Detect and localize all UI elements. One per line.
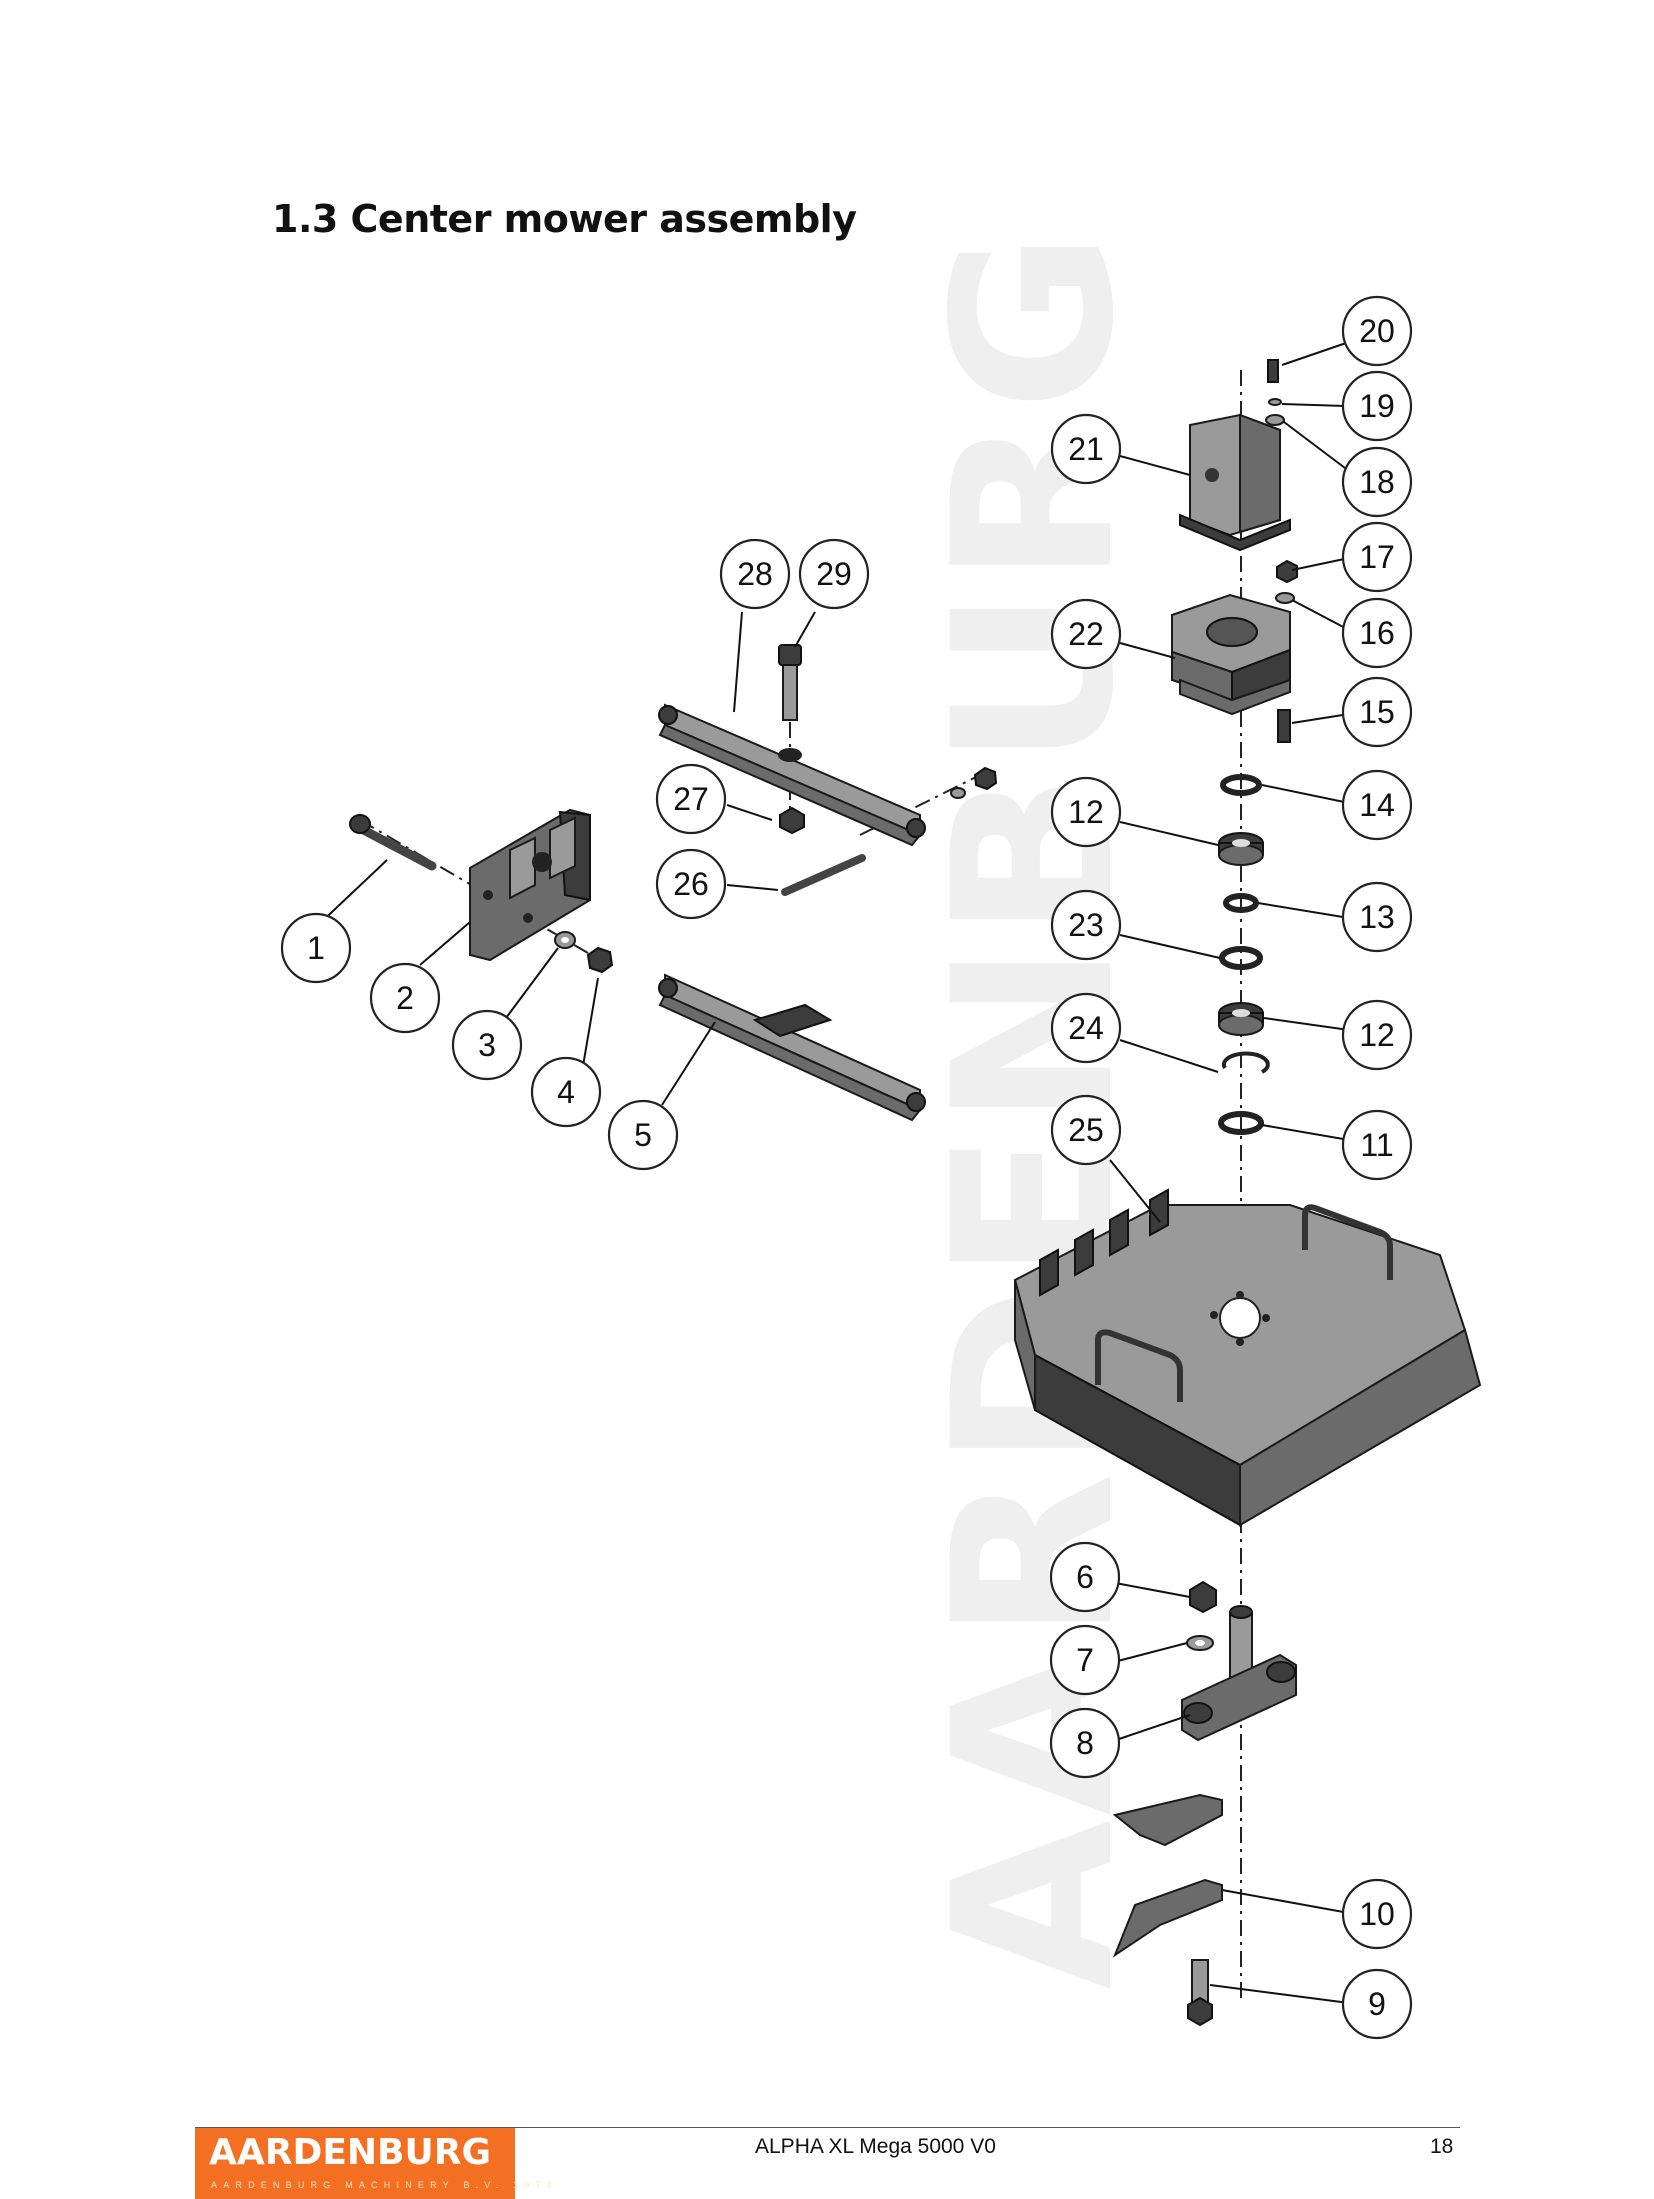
leader-lines — [314, 341, 1350, 2004]
svg-text:2: 2 — [396, 980, 414, 1016]
callout-15: 15 — [1341, 676, 1413, 748]
part-bolt-29 — [778, 644, 802, 721]
part-bolt-15 — [1277, 709, 1291, 743]
logo-tagline: AARDENBURG MACHINERY B.V. 1974 — [211, 2180, 558, 2190]
callout-10: 10 — [1341, 1878, 1413, 1950]
callout-24: 24 — [1050, 992, 1122, 1064]
svg-text:29: 29 — [816, 556, 852, 592]
svg-text:13: 13 — [1359, 899, 1395, 935]
callout-12a: 12 — [1050, 776, 1122, 848]
callout-29: 29 — [798, 538, 870, 610]
svg-text:11: 11 — [1360, 1127, 1393, 1163]
part-seal-11 — [1218, 1111, 1264, 1135]
svg-text:28: 28 — [737, 556, 773, 592]
callout-5: 5 — [607, 1099, 679, 1171]
svg-text:18: 18 — [1359, 464, 1395, 500]
callout-9: 9 — [1341, 1968, 1413, 2040]
watermark-text: AARDENBURG — [906, 227, 1162, 1990]
footer-page-number: 18 — [1430, 2135, 1454, 2158]
callout-13: 13 — [1341, 881, 1413, 953]
page-title: 1.3 Center mower assembly — [272, 197, 857, 241]
part-hydraulic-motor — [1179, 413, 1291, 552]
part-nut-27 — [779, 806, 805, 835]
part-bolt-20 — [1267, 359, 1279, 383]
part-upper-arm — [658, 703, 926, 847]
callout-6: 6 — [1049, 1541, 1121, 1613]
svg-text:15: 15 — [1359, 694, 1395, 730]
part-rotor-hub — [1181, 1605, 1297, 1742]
callout-17: 17 — [1341, 521, 1413, 593]
callout-23: 23 — [1050, 889, 1122, 961]
callout-16: 16 — [1341, 597, 1413, 669]
part-nut-4 — [586, 946, 614, 974]
part-mounting-bracket — [469, 808, 591, 962]
svg-text:10: 10 — [1359, 1896, 1395, 1932]
svg-text:4: 4 — [557, 1074, 575, 1110]
part-circlip-24 — [1221, 1051, 1270, 1074]
svg-text:24: 24 — [1068, 1010, 1104, 1046]
svg-text:7: 7 — [1076, 1642, 1094, 1678]
svg-text:9: 9 — [1368, 1986, 1386, 2022]
svg-text:16: 16 — [1359, 615, 1395, 651]
company-logo: AARDENBURG AARDENBURG MACHINERY B.V. 197… — [195, 2128, 552, 2199]
svg-text:19: 19 — [1359, 388, 1395, 424]
svg-text:25: 25 — [1068, 1112, 1104, 1148]
part-nut-17 — [1276, 559, 1298, 584]
callout-11: 11 — [1341, 1109, 1413, 1181]
callout-22: 22 — [1050, 598, 1122, 670]
part-bearing-housing — [1171, 593, 1291, 716]
svg-text:5: 5 — [634, 1117, 652, 1153]
svg-text:12: 12 — [1359, 1017, 1395, 1053]
callout-20: 20 — [1341, 295, 1413, 367]
part-bolt-long — [349, 814, 437, 871]
callout-14: 14 — [1341, 769, 1413, 841]
callout-12b: 12 — [1341, 999, 1413, 1071]
callout-26: 26 — [655, 848, 727, 920]
part-blade-upper — [1112, 1793, 1223, 1847]
part-bolt-9 — [1187, 1959, 1213, 2027]
callout-19: 19 — [1341, 370, 1413, 442]
part-seal-14 — [1220, 774, 1262, 796]
part-lower-arm — [658, 973, 926, 1122]
callout-7: 7 — [1049, 1624, 1121, 1696]
callout-28: 28 — [719, 538, 791, 610]
svg-text:22: 22 — [1068, 616, 1104, 652]
svg-text:26: 26 — [673, 866, 709, 902]
svg-text:8: 8 — [1076, 1725, 1094, 1761]
callout-27: 27 — [655, 763, 727, 835]
callout-18: 18 — [1341, 446, 1413, 518]
part-bearing-12b — [1218, 1002, 1264, 1036]
svg-text:17: 17 — [1359, 539, 1395, 575]
svg-text:1: 1 — [307, 930, 325, 966]
footer-divider — [195, 2127, 1460, 2128]
footer-document-name: ALPHA XL Mega 5000 V0 — [755, 2135, 996, 2158]
watermark: AARDENBURG — [906, 227, 1162, 1990]
callout-3: 3 — [451, 1009, 523, 1081]
svg-text:14: 14 — [1359, 787, 1395, 823]
part-ring-23 — [1219, 946, 1263, 970]
part-nut-6 — [1189, 1580, 1217, 1614]
logo-wordmark: AARDENBURG — [209, 2132, 491, 2173]
callout-25: 25 — [1050, 1094, 1122, 1166]
callout-4: 4 — [530, 1056, 602, 1128]
part-bearing-12a — [1218, 832, 1264, 866]
part-shaft-26 — [781, 854, 866, 896]
svg-text:12: 12 — [1068, 794, 1104, 830]
svg-text:6: 6 — [1076, 1559, 1094, 1595]
part-blade-10 — [1112, 1878, 1223, 1958]
svg-text:3: 3 — [478, 1027, 496, 1063]
svg-text:27: 27 — [673, 781, 709, 817]
callout-2: 2 — [369, 962, 441, 1034]
svg-text:20: 20 — [1359, 313, 1395, 349]
callout-21: 21 — [1050, 413, 1122, 485]
svg-text:23: 23 — [1068, 907, 1104, 943]
part-washer-16 — [1275, 592, 1295, 604]
callout-1: 1 — [280, 912, 352, 984]
part-mower-housing — [1013, 1188, 1482, 1527]
part-seal-13 — [1223, 893, 1259, 913]
callout-8: 8 — [1049, 1707, 1121, 1779]
svg-text:21: 21 — [1068, 431, 1104, 467]
callout-bubbles: 1 2 3 4 5 6 7 8 9 10 11 12 12 13 14 15 1… — [280, 295, 1413, 2040]
